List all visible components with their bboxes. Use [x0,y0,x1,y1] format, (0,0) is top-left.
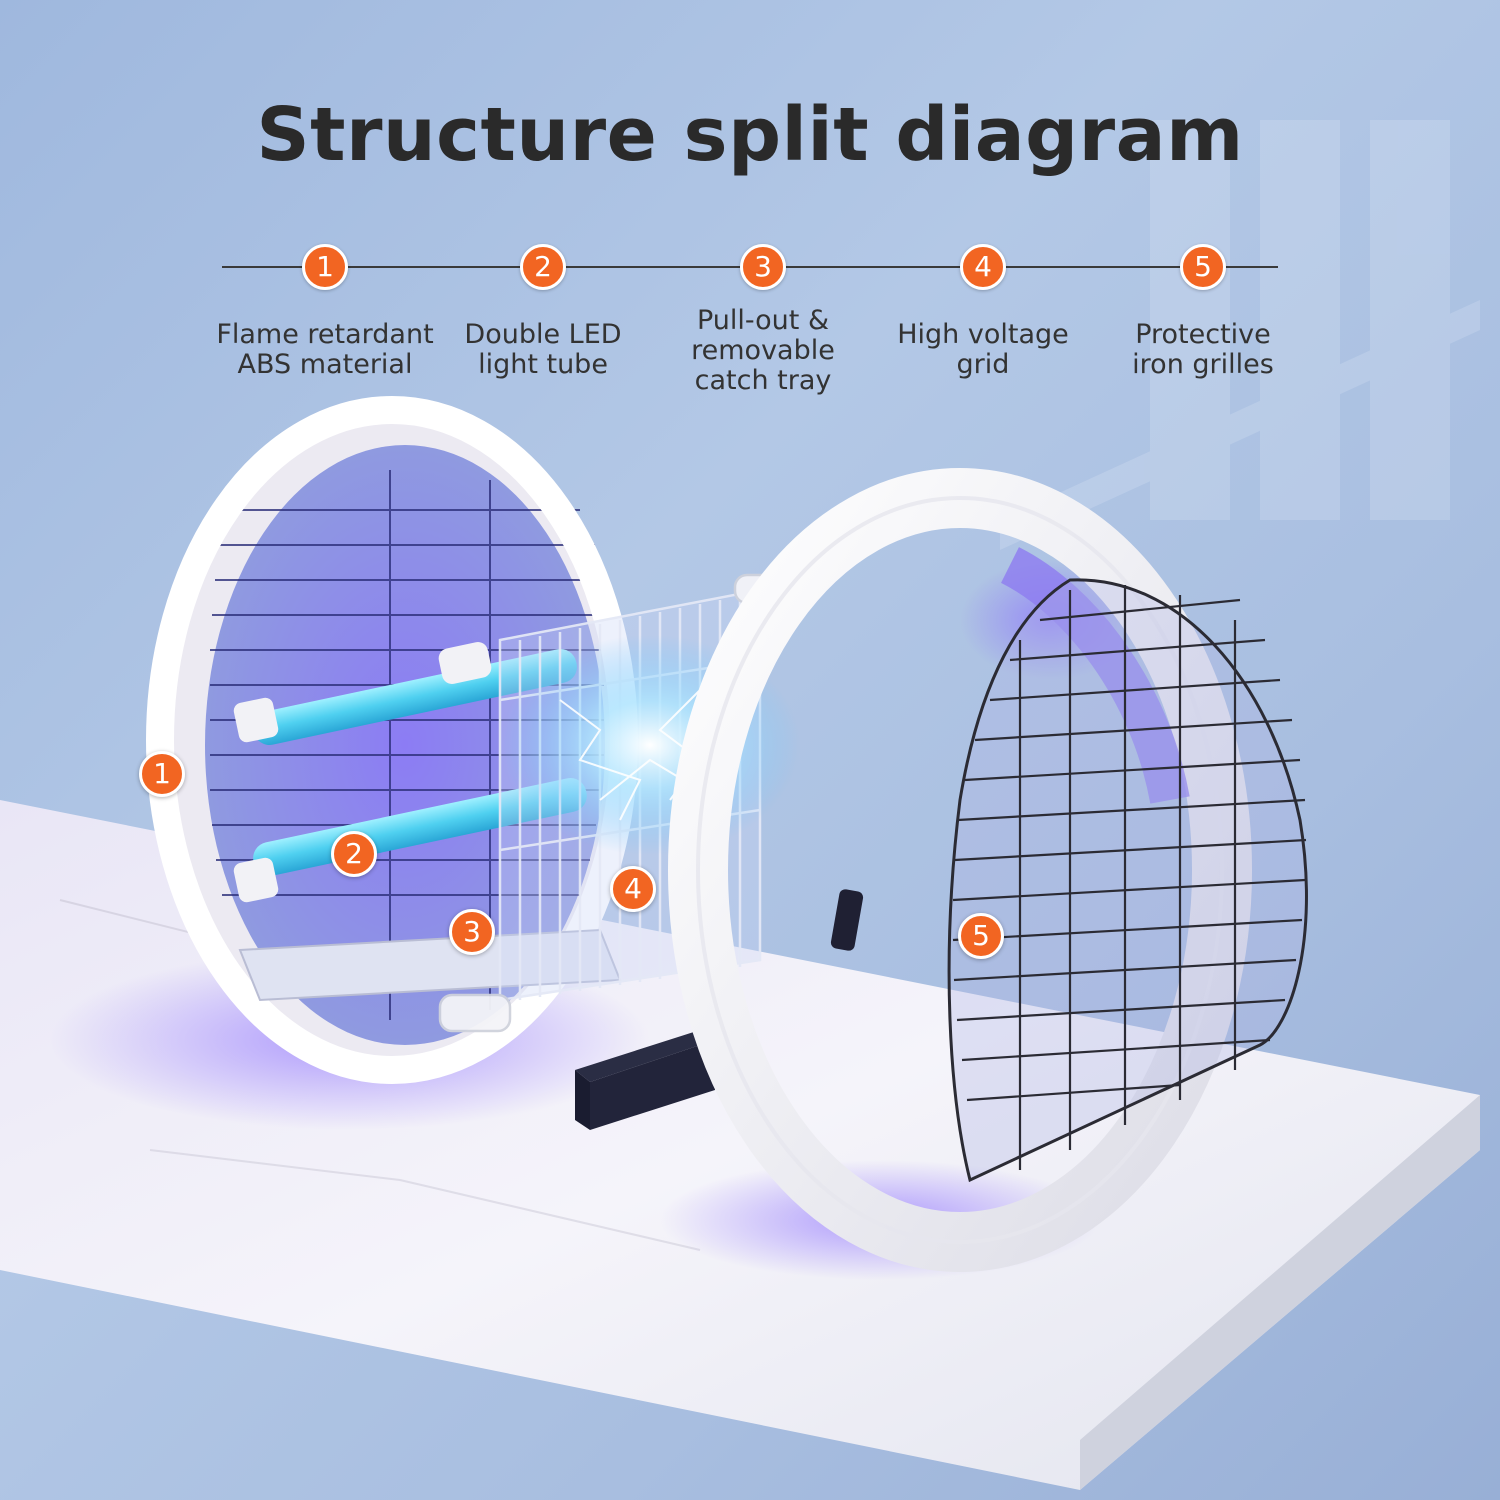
feature-label: Double LED light tube [464,319,622,380]
feature-label: Protective iron grilles [1132,319,1274,380]
callout-iron-grille: 5 [958,913,1004,959]
protective-grille [947,578,1308,1183]
feature-label: Pull-out & removable catch tray [691,305,835,396]
feature-item-3: 3 Pull-out & removable catch tray [643,244,883,396]
feature-item-5: 5 Protective iron grilles [1083,244,1323,380]
front-ring [668,468,1252,1272]
feature-number-badge: 2 [520,244,566,290]
feature-number-badge: 3 [740,244,786,290]
power-module [575,1030,715,1130]
feature-number-badge: 5 [1180,244,1226,290]
feature-label: High voltage grid [897,319,1069,380]
callout-voltage-grid: 4 [610,866,656,912]
feature-number-badge: 4 [960,244,1006,290]
feature-label: Flame retardant ABS material [216,319,434,380]
callout-light-tube: 2 [331,831,377,877]
callout-abs-housing: 1 [139,751,185,797]
feature-item-4: 4 High voltage grid [863,244,1103,380]
feature-item-2: 2 Double LED light tube [423,244,663,380]
feature-number-badge: 1 [302,244,348,290]
page-title: Structure split diagram [256,92,1244,178]
callout-catch-tray: 3 [449,909,495,955]
abs-housing [146,396,638,1084]
feature-item-1: 1 Flame retardant ABS material [205,244,445,380]
